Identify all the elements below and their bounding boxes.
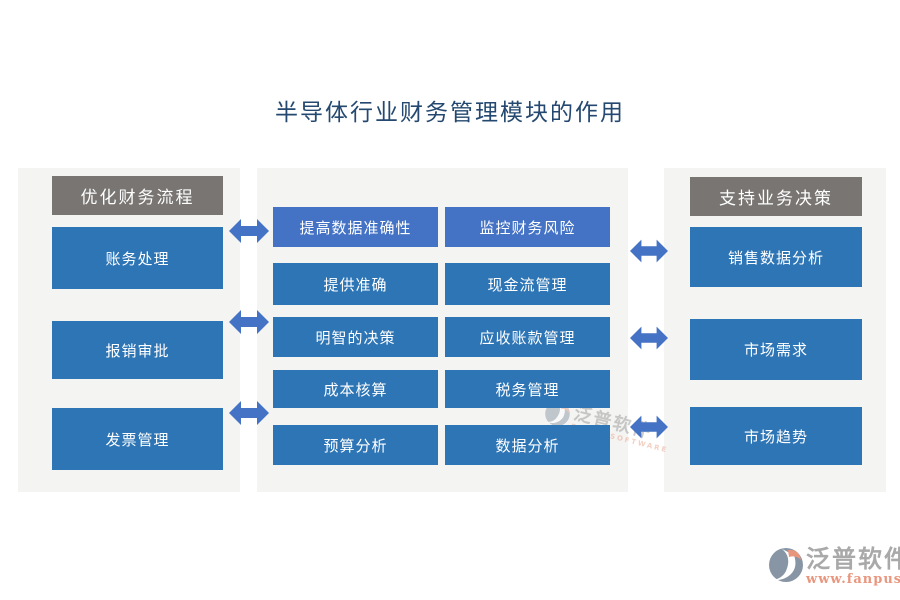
footer-watermark-brand: 泛普软件 [806,544,900,573]
center-box-provide-accuracy: 提供准确 [273,263,438,305]
center-box-informed-decisions: 明智的决策 [273,317,438,357]
double-arrow-icon [630,415,668,439]
page-title: 半导体行业财务管理模块的作用 [275,100,625,126]
center-box-budget-analysis: 预算分析 [273,425,438,465]
right-column-header: 支持业务决策 [690,177,862,216]
double-arrow-icon [229,401,269,425]
footer-watermark: 泛普软件 www.fanpusoft.com [768,547,900,587]
center-box-risk-monitoring: 监控财务风险 [445,207,610,247]
center-box-receivables-management: 应收账款管理 [445,317,610,357]
left-item-invoice-management: 发票管理 [52,408,223,470]
center-box-cost-accounting: 成本核算 [273,370,438,408]
center-box-cashflow-management: 现金流管理 [445,263,610,305]
center-box-data-accuracy: 提高数据准确性 [273,207,438,247]
center-box-tax-management: 税务管理 [445,370,610,408]
right-item-sales-data-analysis: 销售数据分析 [690,227,862,287]
left-item-account-processing: 账务处理 [52,227,223,289]
right-item-market-trend: 市场趋势 [690,407,862,465]
double-arrow-icon [630,239,668,263]
footer-watermark-url: www.fanpusoft.com [806,572,900,587]
double-arrow-icon [630,326,668,350]
double-arrow-icon [229,310,269,334]
fanpu-logo-icon [768,547,804,587]
double-arrow-icon [229,219,269,243]
left-item-expense-approval: 报销审批 [52,321,223,379]
center-box-data-analysis: 数据分析 [445,425,610,465]
right-item-market-demand: 市场需求 [690,319,862,380]
left-column-header: 优化财务流程 [52,176,223,215]
